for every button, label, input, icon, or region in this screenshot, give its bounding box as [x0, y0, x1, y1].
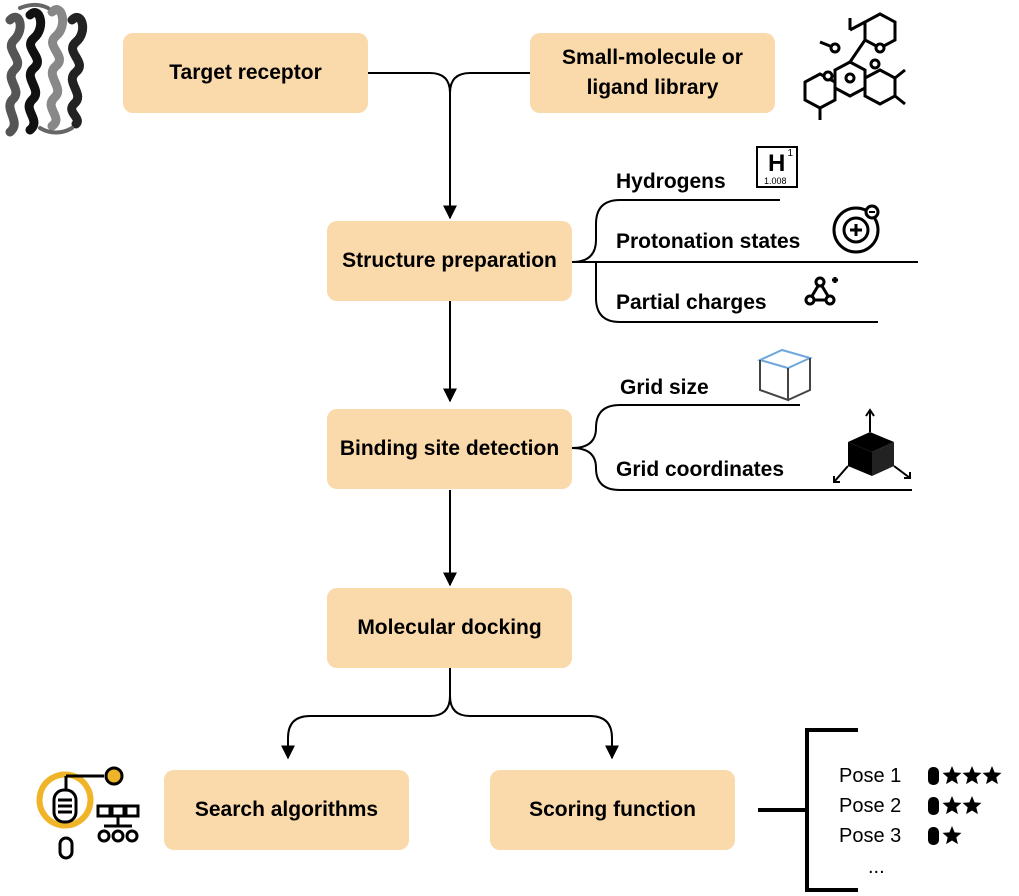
ligand-library-box: Small-molecule or ligand library: [530, 33, 775, 113]
protonation-charge-icon: [832, 204, 880, 254]
element-number: 1: [787, 148, 793, 159]
split-connector-right: [449, 695, 619, 760]
binding-brace: [571, 404, 912, 491]
binding-site-detection-box: Binding site detection: [327, 409, 572, 489]
pose-1-rating-pill: [928, 767, 939, 785]
pose-2-star-1: [942, 796, 962, 815]
pose-3-rating-pill: [928, 827, 939, 845]
hydrogens-label: Hydrogens: [616, 170, 726, 193]
structure-preparation-box: Structure preparation: [327, 221, 572, 301]
grid-size-label: Grid size: [620, 376, 709, 399]
pose-ratings: [928, 766, 1002, 845]
molecular-docking-box: Molecular docking: [327, 588, 572, 668]
pose-2-star-2: [962, 796, 982, 815]
protein-structure-icon: [5, 3, 88, 137]
pose-3-star-1: [942, 826, 962, 845]
partial-charges-label: Partial charges: [616, 291, 767, 314]
pose-1-star-1: [942, 766, 962, 785]
protonation-states-label: Protonation states: [616, 230, 801, 253]
hydrogen-element-icon: H 1 1.008: [756, 146, 798, 188]
grid-cube-icon: [757, 348, 813, 402]
molecule-structure-icon: [803, 12, 906, 120]
prep-brace: [571, 199, 918, 323]
pose-2-rating-pill: [928, 797, 939, 815]
element-mass: 1.008: [764, 176, 787, 186]
split-connector: [281, 668, 451, 760]
target-receptor-box: Target receptor: [123, 33, 368, 113]
partial-charges-icon: [804, 276, 838, 306]
pose-1-star-2: [962, 766, 982, 785]
scoring-function-box: Scoring function: [490, 770, 735, 850]
pose-1-star-3: [982, 766, 1002, 785]
search-algorithm-icon: [36, 766, 140, 860]
poses-bracket: [758, 728, 858, 892]
grid-coordinates-label: Grid coordinates: [616, 458, 785, 481]
pose-1-label: Pose 1: [839, 765, 902, 787]
pose-2-label: Pose 2: [839, 795, 902, 817]
search-algorithms-box: Search algorithms: [164, 770, 409, 850]
grid-coordinates-icon: [833, 408, 911, 483]
merge-connector: [368, 72, 530, 94]
pose-3-label: Pose 3: [839, 825, 902, 847]
element-symbol: H: [768, 150, 786, 177]
poses-more: ...: [868, 856, 885, 878]
